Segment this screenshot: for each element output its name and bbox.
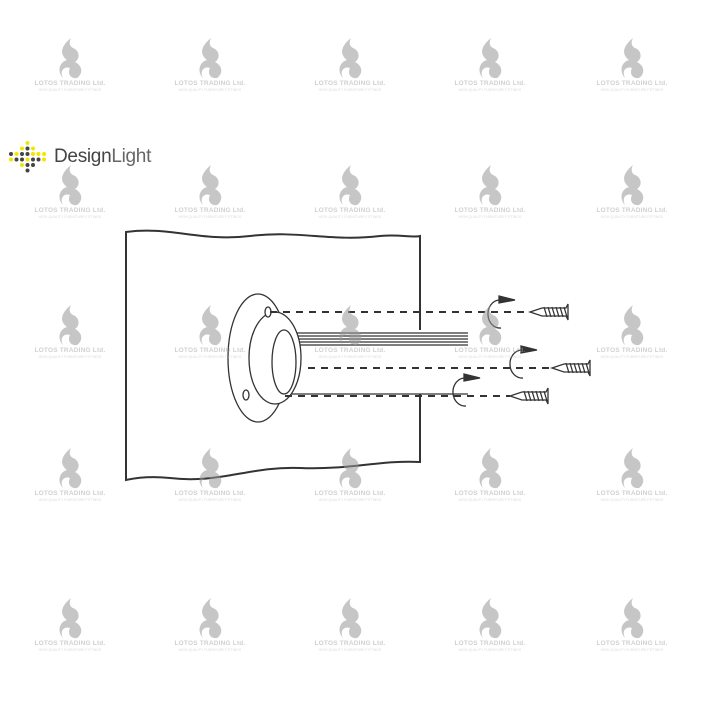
logo-dot: [42, 157, 46, 162]
screw: [509, 345, 591, 379]
logo-dot: [31, 163, 35, 167]
logo-dot: [31, 146, 35, 151]
logo-dot: [36, 152, 41, 156]
logo-text-light: Light: [111, 146, 152, 167]
rotate-arrow-icon: [509, 349, 524, 379]
logo-dots-icon: [9, 141, 46, 173]
tube: [280, 330, 468, 395]
logo-dot: [42, 152, 46, 156]
logo-dot: [25, 163, 30, 167]
logo-dot: [25, 141, 30, 145]
logo-dot: [20, 146, 24, 151]
logo-dot: [9, 152, 13, 156]
logo-text: DesignLight: [54, 146, 151, 168]
logo-dot: [20, 163, 24, 167]
logo-dot: [31, 152, 35, 156]
logo-dot: [20, 152, 24, 156]
logo-dot: [36, 157, 41, 162]
flange-hole-bottom: [242, 389, 250, 401]
wall-panel: [125, 229, 421, 482]
flange: [227, 293, 302, 423]
rotate-arrow-icon: [487, 299, 502, 329]
logo-dot: [25, 152, 30, 156]
logo-dot: [14, 157, 19, 162]
logo-dot: [14, 152, 19, 156]
rotate-arrow-icon: [452, 377, 467, 407]
designlight-logo: DesignLight: [8, 140, 151, 174]
logo-dot: [25, 146, 30, 151]
logo-dot: [9, 157, 13, 162]
logo-dot: [25, 157, 30, 162]
guide-lines: [270, 311, 552, 397]
screw: [487, 295, 569, 329]
screw: [452, 373, 549, 407]
logo-text-design: Design: [54, 146, 112, 167]
logo-dot: [25, 168, 30, 173]
logo-dot: [31, 157, 35, 162]
logo-dot: [20, 157, 24, 162]
